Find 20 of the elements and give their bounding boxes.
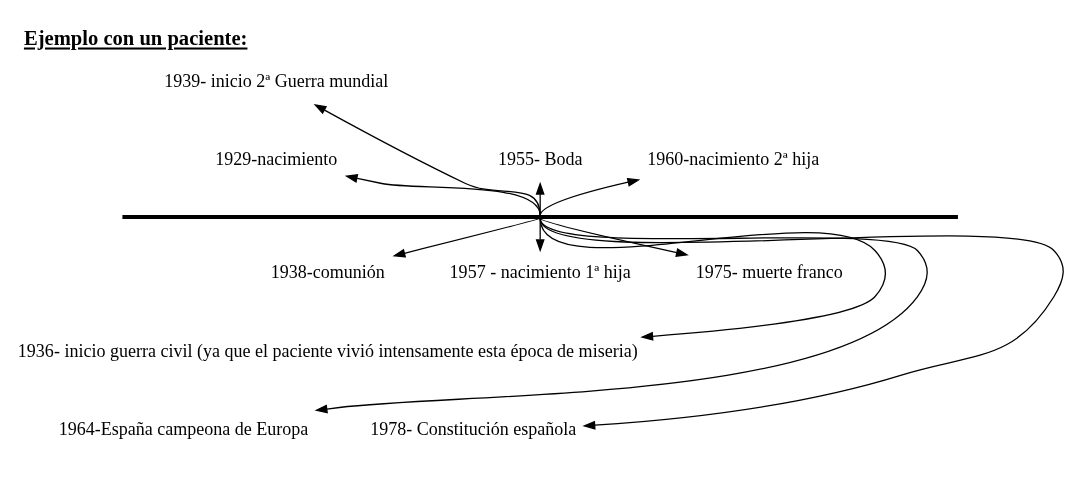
node-text: 1939- inicio 2ª Guerra mundial bbox=[164, 70, 389, 91]
node-text: 1936- inicio guerra civil (ya que el paciente vivió intensamente esta época de miseria) bbox=[17, 340, 638, 361]
arrow bbox=[314, 217, 928, 414]
arrow bbox=[539, 217, 689, 257]
arrow bbox=[344, 174, 541, 217]
diagram-title: Ejemplo con un paciente: bbox=[23, 27, 248, 50]
node-text: 1957 - nacimiento 1ª hija bbox=[449, 262, 631, 283]
arrow bbox=[539, 177, 641, 217]
node-text: 1955- Boda bbox=[497, 149, 583, 170]
node-text: 1960-nacimiento 2ª hija bbox=[647, 149, 820, 170]
node-text: 1929-nacimiento bbox=[215, 149, 338, 170]
node-text: 1975- muerte franco bbox=[695, 262, 843, 283]
arrow bbox=[539, 217, 1064, 430]
arrow bbox=[392, 217, 541, 258]
node-text: 1938-comunión bbox=[270, 262, 385, 283]
node-text: 1964-España campeona de Europa bbox=[58, 419, 309, 440]
node-text: 1978- Constitución española bbox=[370, 419, 577, 440]
arrow bbox=[539, 217, 886, 341]
node-bar bbox=[122, 215, 958, 219]
arrow bbox=[313, 104, 541, 217]
